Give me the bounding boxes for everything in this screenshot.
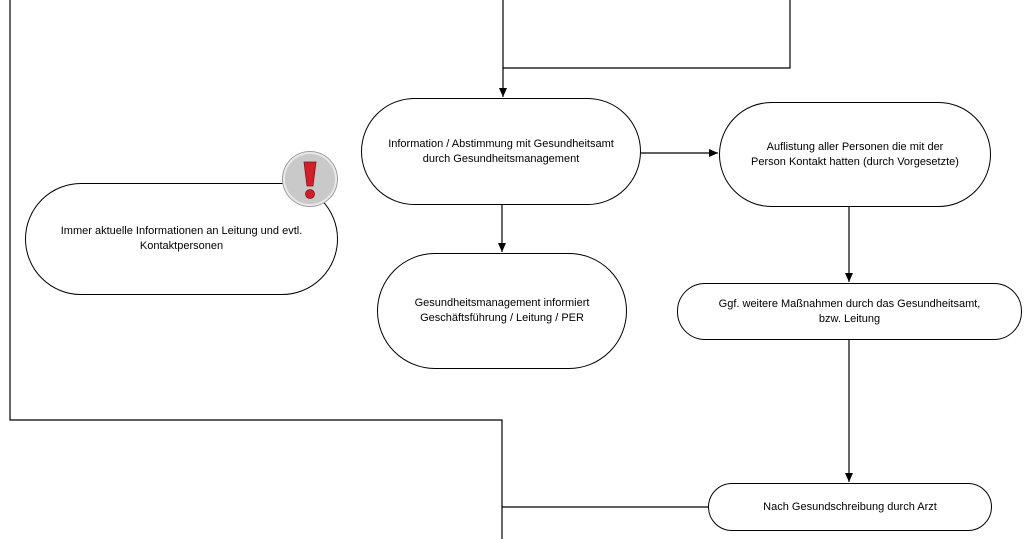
node-auflistung-personen: Auflistung aller Personen die mit der Pe… <box>719 102 991 207</box>
node-weitere-massnahmen: Ggf. weitere Maßnahmen durch das Gesundh… <box>677 283 1022 340</box>
node-info-label: Information / Abstimmung mit Gesundheits… <box>388 137 614 165</box>
connector-left-loop <box>9 0 503 539</box>
node-arzt-label: Nach Gesundschreibung durch Arzt <box>763 500 937 513</box>
node-gm-label: Gesundheitsmanagement informiert Geschäf… <box>414 297 590 324</box>
node-info-abstimmung: Information / Abstimmung mit Gesundheits… <box>361 98 641 205</box>
node-immer-label: Immer aktuelle Informationen an Leitung … <box>60 225 303 252</box>
node-ggf-label: Ggf. weitere Maßnahmen durch das Gesundh… <box>718 297 981 325</box>
connector-top-feed <box>502 0 791 69</box>
node-immer-informationen: Immer aktuelle Informationen an Leitung … <box>25 183 338 295</box>
node-gesundschreibung: Nach Gesundschreibung durch Arzt <box>708 483 992 531</box>
exclamation-warning-icon <box>283 152 337 206</box>
node-list-label: Auflistung aller Personen die mit der Pe… <box>751 140 959 168</box>
node-gesundheitsmanagement-informiert: Gesundheitsmanagement informiert Geschäf… <box>377 253 627 369</box>
